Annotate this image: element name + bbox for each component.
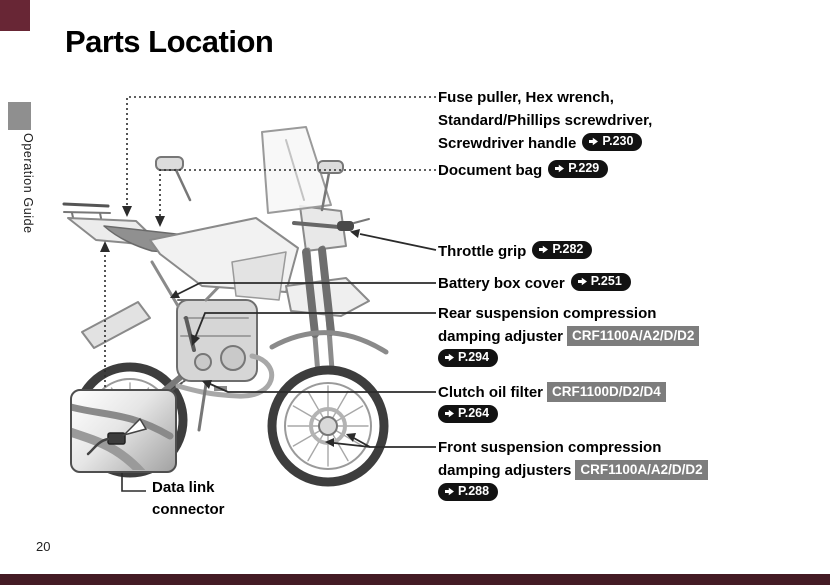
leader-line-throttle-grip [359,233,437,251]
leader-line-document-bag [159,169,436,216]
arrowhead [191,334,200,346]
callout-battery-box-cover: Battery box cover P.251 [438,272,631,295]
arrowhead [155,216,165,227]
page-ref-text: P.294 [458,350,490,365]
model-badge: CRF1100A/A2/D/D2 [575,460,708,480]
page-ref-link[interactable]: P.229 [548,160,609,178]
page-ref-link[interactable]: P.282 [532,241,593,259]
arrowhead [202,380,212,389]
chapter-tab-marker [8,102,31,130]
callout-text: Clutch oil filter [438,384,543,401]
sidebar-chapter-label: Operation Guide [21,133,35,234]
arrowhead [122,206,132,217]
callout-rear-suspension-adjuster: Rear suspension compression damping adju… [438,302,700,371]
callout-fuse-puller: Fuse puller, Hex wrench, Standard/Philli… [438,86,652,155]
callout-text: damping adjusters [438,462,572,479]
page-ref-link[interactable]: P.230 [582,133,643,151]
data-link-connector-detail [72,403,174,471]
inset-label-text: connector [152,501,225,518]
model-badge: CRF1100A/A2/D/D2 [567,326,700,346]
page-ref-arrow-icon [539,245,549,254]
arrowhead [350,229,360,238]
leader-line-front-suspension-branch [333,442,371,448]
leader-line-battery-box [175,282,436,296]
callout-front-suspension-adjusters: Front suspension compression damping adj… [438,436,708,505]
callout-text: Screwdriver handle [438,135,577,152]
page-number: 20 [36,539,51,554]
callout-throttle-grip: Throttle grip P.282 [438,240,593,263]
footer-bar [0,574,830,585]
leader-line-clutch-filter [207,382,436,393]
page-ref-link[interactable]: P.288 [438,483,499,501]
callout-text: Throttle grip [438,243,527,260]
callout-text: Fuse puller, Hex wrench, [438,89,614,106]
page-title: Parts Location [65,24,274,59]
arrowhead [346,433,356,442]
page-ref-arrow-icon [445,353,454,362]
page-ref-arrow-icon [577,277,587,286]
page-ref-arrow-icon [445,409,454,418]
page-ref-text: P.264 [458,406,490,421]
callout-text: Front suspension compression [438,439,662,456]
page-ref-text: P.229 [568,161,600,176]
arrowhead [325,438,334,447]
leader-line-data-link-label [121,473,146,492]
leader-line-rear-suspension [194,312,436,339]
model-badge: CRF1100D/D2/D4 [547,382,666,402]
callout-text: damping adjuster [438,328,564,345]
page-ref-arrow-icon [445,487,454,496]
page-ref-link[interactable]: P.294 [438,349,499,367]
leader-line-fuse-puller [126,96,436,206]
data-link-connector-label: Data link connector [152,477,225,521]
arrowhead [100,241,110,252]
page-ref-text: P.282 [552,242,584,257]
page-ref-arrow-icon [589,137,599,146]
page-ref-text: P.288 [458,484,490,499]
page-ref-text: P.251 [590,274,622,289]
inset-label-text: Data link [152,479,215,496]
chapter-color-corner [0,0,30,31]
page-ref-arrow-icon [555,164,565,173]
callout-document-bag: Document bag P.229 [438,159,609,182]
page-ref-text: P.230 [602,134,634,149]
callout-text: Rear suspension compression [438,305,657,322]
callout-text: Standard/Phillips screwdriver, [438,112,653,129]
page-ref-link[interactable]: P.264 [438,405,499,423]
data-link-connector-inset [70,389,177,473]
leader-lines [100,96,437,492]
page-ref-link[interactable]: P.251 [570,273,631,291]
callout-text: Battery box cover [438,275,565,292]
callout-text: Document bag [438,162,543,179]
detail-arrow-icon [121,417,148,437]
arrowhead [170,290,180,298]
